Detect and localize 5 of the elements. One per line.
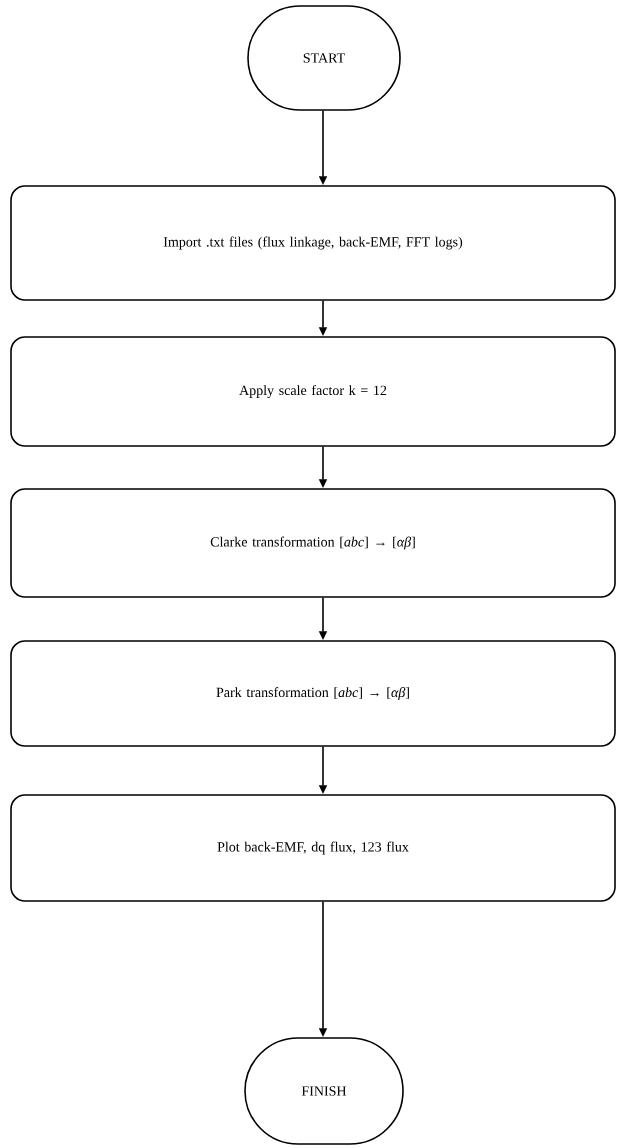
process-box: Import .txt files (flux linkage, back-EMF, FFT logs): [10, 185, 616, 301]
process-box: Clarke transformation [abc] → [αβ]: [10, 488, 616, 598]
process-box: Park transformation [abc] → [αβ]: [10, 640, 616, 747]
process-box: Apply scale factor k = 12: [10, 336, 616, 447]
process-box: Plot back-EMF, dq flux, 123 flux: [10, 794, 616, 902]
